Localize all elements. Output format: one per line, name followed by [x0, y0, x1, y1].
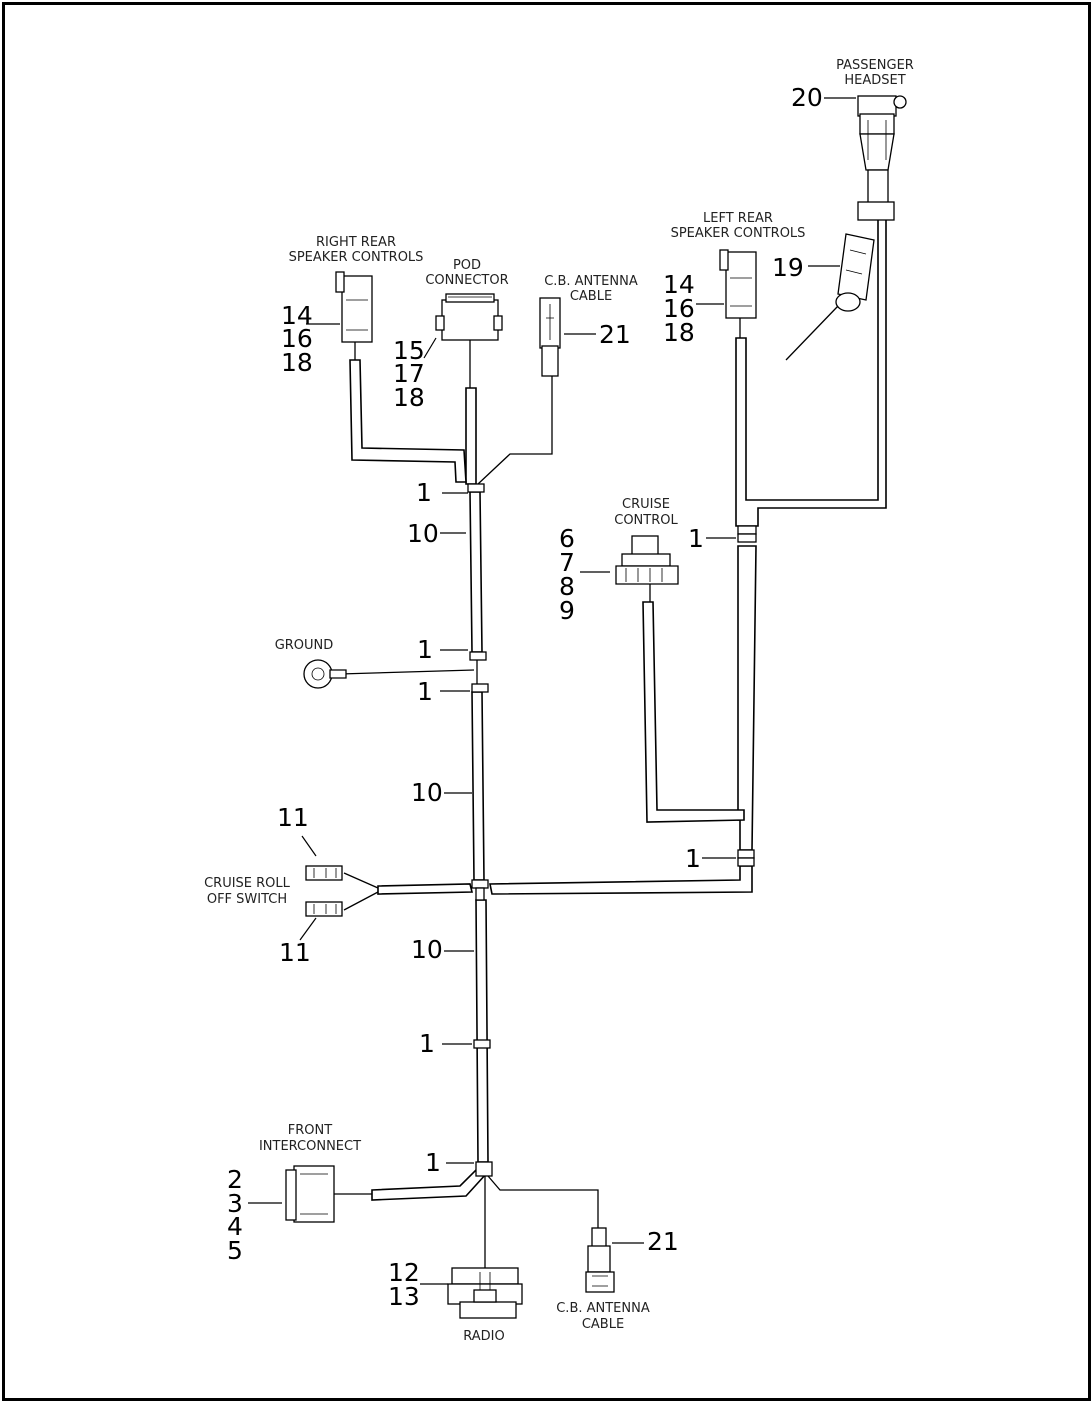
cb-antenna-bottom-connector: [585, 1227, 615, 1293]
right-speaker-branch: [349, 359, 467, 483]
callout-front-2: 2: [227, 1165, 243, 1194]
callout-front-4: 4: [227, 1212, 243, 1241]
headset-switch: [785, 233, 875, 361]
callout-cruise-7: 7: [559, 548, 575, 577]
ground-wire: [339, 669, 475, 675]
callout-conduit-10: 10: [411, 935, 443, 964]
component-labels: PASSENGER HEADSET LEFT REAR SPEAKER CONT…: [204, 58, 914, 1344]
callout-conduit-10: 10: [407, 519, 439, 548]
ground-label: GROUND: [275, 638, 334, 653]
callout-roll-off-11: 11: [279, 938, 311, 967]
callout-roll-off-11: 11: [277, 803, 309, 832]
callout-front-5: 5: [227, 1236, 243, 1265]
cb-antenna-top-label-1: C.B. ANTENNA: [544, 274, 638, 289]
callout-19: 19: [772, 253, 804, 282]
callout-right-speaker-14: 14: [281, 301, 313, 330]
cruise-roll-off-connectors: [305, 865, 343, 917]
front-interconnect-label-2: INTERCONNECT: [259, 1139, 361, 1154]
callout-20: 20: [791, 83, 823, 112]
cb-antenna-bottom-label-1: C.B. ANTENNA: [556, 1301, 650, 1316]
cruise-control-label-2: CONTROL: [614, 513, 678, 528]
passenger-headset-label-1: PASSENGER: [836, 58, 914, 73]
cb-antenna-top-connector: [539, 297, 561, 377]
callout-right-speaker-18: 18: [281, 348, 313, 377]
callout-left-speaker-16: 16: [663, 294, 695, 323]
callout-clip-1: 1: [419, 1029, 435, 1058]
cruise-roll-off-label-1: CRUISE ROLL: [204, 876, 291, 891]
right-rear-speaker-label-2: SPEAKER CONTROLS: [289, 250, 424, 265]
pod-connector-label-1: POD: [453, 258, 481, 273]
callout-left-speaker-14: 14: [663, 270, 695, 299]
callout-cruise-6: 6: [559, 524, 575, 553]
callout-clip-1: 1: [425, 1148, 441, 1177]
callout-front-3: 3: [227, 1189, 243, 1218]
radio-label: RADIO: [463, 1329, 504, 1344]
cb-antenna-top-label-2: CABLE: [570, 289, 612, 304]
cb-antenna-branch: [477, 376, 553, 485]
callout-clip-1: 1: [417, 635, 433, 664]
roll-off-wires: [343, 872, 379, 911]
callout-pod-15: 15: [393, 336, 425, 365]
callout-conduit-10: 10: [411, 778, 443, 807]
ground-ring-terminal: [303, 659, 347, 689]
left-rear-speaker-label-1: LEFT REAR: [703, 211, 773, 226]
callout-cruise-9: 9: [559, 596, 575, 625]
callout-radio-12: 12: [388, 1258, 420, 1287]
front-interconnect-connector: [285, 1165, 335, 1223]
roll-off-branch: [377, 883, 474, 895]
main-trunk-conduit: [465, 387, 489, 1163]
callout-cb-bottom-21: 21: [647, 1227, 679, 1256]
radio-connector: [447, 1267, 523, 1319]
callout-right-speaker-16: 16: [281, 324, 313, 353]
right-rear-speaker-connector: [335, 271, 373, 343]
left-rear-speaker-connector: [719, 249, 757, 319]
callout-clip-1: 1: [688, 524, 704, 553]
harness-clips: [467, 483, 757, 1177]
callout-clip-1: 1: [417, 677, 433, 706]
cb-antenna-bottom-label-2: CABLE: [582, 1317, 624, 1332]
callout-cruise-8: 8: [559, 572, 575, 601]
cruise-control-connector: [615, 535, 679, 585]
callout-radio-13: 13: [388, 1282, 420, 1311]
callout-numbers: 20 19 14 16 18 14 16 18 15 17 18 21 6 7 …: [227, 83, 823, 1311]
callout-clip-1: 1: [685, 844, 701, 873]
leader-lines: [248, 97, 856, 1285]
left-rear-speaker-label-2: SPEAKER CONTROLS: [671, 226, 806, 241]
callout-cb-top-21: 21: [599, 320, 631, 349]
right-rear-speaker-label-1: RIGHT REAR: [316, 235, 396, 250]
passenger-headset-label-2: HEADSET: [844, 73, 905, 88]
pod-connector-label-2: CONNECTOR: [425, 273, 508, 288]
callout-pod-17: 17: [393, 359, 425, 388]
callout-pod-18: 18: [393, 383, 425, 412]
callout-clip-1: 1: [416, 478, 432, 507]
front-interconnect-label-1: FRONT: [288, 1123, 332, 1138]
cruise-control-label-1: CRUISE: [622, 497, 670, 512]
cb-antenna-bottom-wire: [487, 1175, 599, 1228]
cruise-roll-off-label-2: OFF SWITCH: [207, 892, 287, 907]
passenger-headset-connector: [857, 95, 907, 221]
pod-connector: [435, 293, 503, 341]
callout-left-speaker-18: 18: [663, 318, 695, 347]
